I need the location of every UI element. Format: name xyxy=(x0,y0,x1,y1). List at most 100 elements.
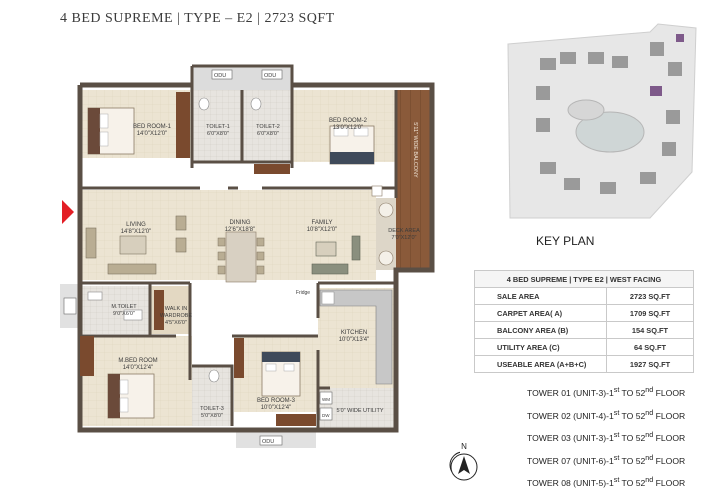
wm-label: WM xyxy=(322,397,330,402)
living-size: 14'8"X12'0" xyxy=(121,229,152,235)
dining-size: 12'6"X18'8" xyxy=(225,227,256,233)
area-value: 1927 SQ.FT xyxy=(606,355,694,373)
wardrobe-2 xyxy=(254,164,290,174)
bed-1 xyxy=(87,107,135,155)
area-value: 154 SQ.FT xyxy=(606,321,694,339)
tower-text: TO 52 xyxy=(619,455,646,466)
tower-sup: nd xyxy=(645,476,654,484)
table-row: USEABLE AREA (A+B+C)1927 SQ.FT xyxy=(474,355,694,373)
table-row: UTILITY AREA (C)64 SQ.FT xyxy=(474,338,694,356)
bed-3 xyxy=(261,351,301,397)
fridge-label: Fridge xyxy=(296,290,310,296)
odu-box-2 xyxy=(261,69,283,80)
tower-text: TOWER 07 (UNIT-6)-1 xyxy=(527,455,614,466)
area-label: USEABLE AREA (A+B+C) xyxy=(474,355,607,373)
bedroom-2-size: 13'0"X12'0" xyxy=(333,125,364,131)
family-name: FAMILY xyxy=(312,220,333,226)
area-value: 64 SQ.FT xyxy=(606,338,694,356)
bedroom-2-name: BED ROOM-2 xyxy=(329,118,368,124)
list-item: TOWER 02 (UNIT-4)-1st TO 52nd FLOOR xyxy=(527,409,685,432)
kitchen-size: 10'0"X13'4" xyxy=(339,337,370,343)
table-row: CARPET AREA( A)1709 SQ.FT xyxy=(474,304,694,322)
utility-name: 5'0" WIDE UTILITY xyxy=(336,408,383,414)
toilet-3-size: 5'0"X8'0" xyxy=(201,413,223,419)
area-label: UTILITY AREA (C) xyxy=(474,338,607,356)
dining-table xyxy=(217,231,265,283)
north-arrow-icon: N xyxy=(450,442,478,481)
area-label: SALE AREA xyxy=(474,287,607,305)
bedroom-1-size: 14'0"X12'0" xyxy=(137,131,168,137)
key-plan-map xyxy=(507,23,697,219)
walls xyxy=(77,64,435,433)
tower-sup: st xyxy=(613,453,620,462)
balcony-name: 5'11" WIDE BALCONY xyxy=(412,122,418,178)
tower-text: TO 52 xyxy=(619,477,646,488)
kitchen-counter xyxy=(319,289,393,385)
master-bedroom-name: M.BED ROOM xyxy=(118,358,157,364)
bed-2 xyxy=(329,125,375,165)
dw-label: DW xyxy=(322,413,330,418)
odu-label-2: ODU xyxy=(264,73,276,79)
tower-text: TOWER 03 (UNIT-3)-1 xyxy=(527,432,614,443)
toilet-2-size: 6'0"X8'0" xyxy=(257,131,279,137)
entry-arrow-icon xyxy=(62,200,74,224)
bedroom-1-name: BED ROOM-1 xyxy=(133,124,172,130)
wardrobe-3 xyxy=(276,414,316,426)
master-toilet-size: 9'0"X6'0" xyxy=(113,311,135,317)
toilet-1-size: 6'0"X8'0" xyxy=(207,131,229,137)
tower-sup: st xyxy=(613,408,620,417)
list-item: TOWER 03 (UNIT-3)-1st TO 52nd FLOOR xyxy=(527,431,685,454)
list-item: TOWER 08 (UNIT-5)-1st TO 52nd FLOOR xyxy=(527,476,685,499)
wardrobe-1 xyxy=(176,92,190,158)
tower-sup: nd xyxy=(645,408,654,417)
dishwasher xyxy=(319,407,333,421)
toilet-1-name: TOILET-1 xyxy=(206,124,230,130)
deck-floor xyxy=(376,198,396,270)
area-table: 4 BED SUPREME | TYPE E2 | WEST FACING SA… xyxy=(474,270,694,373)
wardrobe-name-2: WARDROBE xyxy=(160,313,193,319)
wardrobe-3b xyxy=(234,338,244,378)
living-name: LIVING xyxy=(126,222,146,228)
tower-text: FLOOR xyxy=(653,432,686,443)
odu-label-1: ODU xyxy=(214,73,226,79)
area-table-header: 4 BED SUPREME | TYPE E2 | WEST FACING xyxy=(474,270,694,288)
floor-plan: WM DW ODU ODU ODU BED ROOM-1 14'0"X12'0"… xyxy=(60,64,460,479)
family-size: 10'8"X12'0" xyxy=(307,227,338,233)
table-row: BALCONY AREA (B)154 SQ.FT xyxy=(474,321,694,339)
tower-sup: nd xyxy=(645,431,654,439)
walkin-shelf xyxy=(154,290,164,330)
tower-text: FLOOR xyxy=(653,477,686,488)
tower-sup: st xyxy=(613,386,620,394)
tower-text: TOWER 08 (UNIT-5)-1 xyxy=(527,477,614,488)
wardrobe-mbed xyxy=(80,336,94,376)
area-value: 1709 SQ.FT xyxy=(606,304,694,322)
bedroom-3-size: 10'0"X12'4" xyxy=(261,405,292,411)
odu-box-1 xyxy=(211,69,233,80)
family-furniture xyxy=(311,235,361,275)
tower-sup: st xyxy=(613,431,620,439)
tower-text: FLOOR xyxy=(653,410,686,421)
wardrobe-name-1: WALK IN xyxy=(165,306,187,312)
key-plan-label: KEY PLAN xyxy=(536,234,595,248)
list-item: TOWER 01 (UNIT-3)-1st TO 52nd FLOOR xyxy=(527,386,685,409)
page-title: 4 BED SUPREME | TYPE – E2 | 2723 SQFT xyxy=(60,11,335,26)
tower-list: TOWER 01 (UNIT-3)-1st TO 52nd FLOOR TOWE… xyxy=(527,386,685,499)
tower-sup: nd xyxy=(645,453,654,462)
tower-sup: st xyxy=(613,476,620,484)
tower-text: TOWER 02 (UNIT-4)-1 xyxy=(527,410,614,421)
washing-machine xyxy=(319,391,333,405)
odu-box-3 xyxy=(63,297,77,315)
kitchen-name: KITCHEN xyxy=(341,330,367,336)
dining-name: DINING xyxy=(230,220,251,226)
tower-text: TO 52 xyxy=(619,387,646,398)
tower-text: TO 52 xyxy=(619,410,646,421)
compass-north-label: N xyxy=(461,442,467,451)
master-bed xyxy=(107,373,155,419)
master-toilet-name: M.TOILET xyxy=(111,304,137,310)
tower-text: FLOOR xyxy=(653,455,686,466)
deck-name: DECK AREA xyxy=(388,228,420,234)
tower-text: TO 52 xyxy=(619,432,646,443)
balcony-floor xyxy=(396,90,432,270)
area-label: BALCONY AREA (B) xyxy=(474,321,607,339)
